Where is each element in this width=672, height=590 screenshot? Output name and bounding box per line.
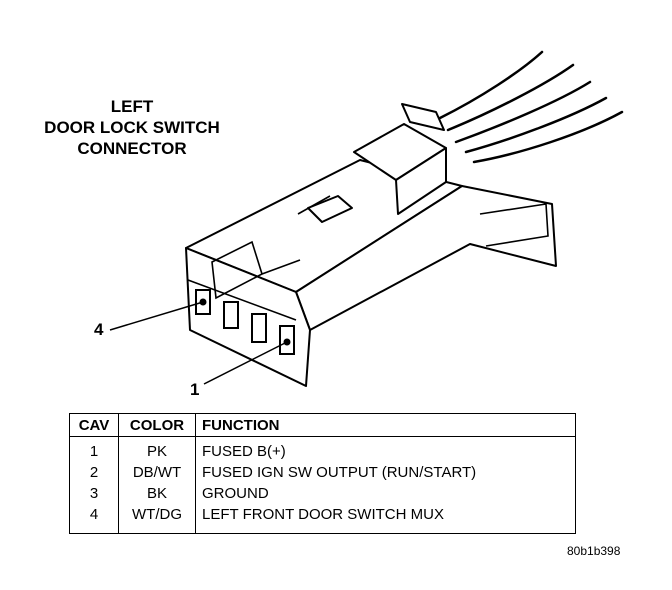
cell-color: DB/WT [118, 462, 196, 483]
header-cav: CAV [69, 413, 119, 437]
title-line-2: DOOR LOCK SWITCH [44, 118, 220, 137]
title-line-3: CONNECTOR [77, 139, 187, 158]
latch-top [401, 103, 445, 131]
table-row: 2 DB/WT FUSED IGN SW OUTPUT (RUN/START) [69, 462, 576, 483]
connector-body [185, 103, 557, 387]
cell-color: PK [118, 436, 196, 462]
table-row: 4 WT/DG LEFT FRONT DOOR SWITCH MUX [69, 504, 576, 534]
wires [438, 50, 624, 164]
reference-code: 80b1b398 [567, 544, 621, 558]
cell-color: BK [118, 483, 196, 504]
cell-cav: 3 [69, 483, 119, 504]
leader-line-1 [203, 341, 288, 385]
header-function: FUNCTION [195, 413, 576, 437]
wire-1 [438, 50, 544, 120]
small-tab [307, 195, 353, 223]
cavity-3 [223, 301, 239, 329]
cell-cav: 2 [69, 462, 119, 483]
cavity-2 [251, 313, 267, 343]
callout-pin-4: 4 [94, 320, 104, 339]
callout-pin-1: 1 [190, 380, 200, 399]
housing-details [187, 195, 549, 321]
cell-function: FUSED B(+) [195, 436, 576, 462]
cell-function: LEFT FRONT DOOR SWITCH MUX [195, 504, 576, 534]
leader-line-4 [109, 301, 204, 331]
cavities [195, 289, 295, 355]
header-color: COLOR [118, 413, 196, 437]
table-row: 3 BK GROUND [69, 483, 576, 504]
lock-block-side [395, 147, 447, 215]
cell-cav: 4 [69, 504, 119, 534]
cell-cav: 1 [69, 436, 119, 462]
table-header-row: CAV COLOR FUNCTION [69, 413, 576, 437]
wire-2 [446, 63, 575, 132]
table-row: 1 PK FUSED B(+) [69, 436, 576, 462]
diagram-title: LEFT DOOR LOCK SWITCH CONNECTOR [22, 96, 242, 159]
title-line-1: LEFT [110, 97, 154, 116]
wire-3 [454, 80, 592, 144]
pinout-table: CAV COLOR FUNCTION 1 PK FUSED B(+) 2 DB/… [69, 413, 576, 534]
cell-function: FUSED IGN SW OUTPUT (RUN/START) [195, 462, 576, 483]
wire-5 [472, 110, 624, 164]
cell-function: GROUND [195, 483, 576, 504]
wire-4 [464, 96, 608, 154]
cell-color: WT/DG [118, 504, 196, 534]
